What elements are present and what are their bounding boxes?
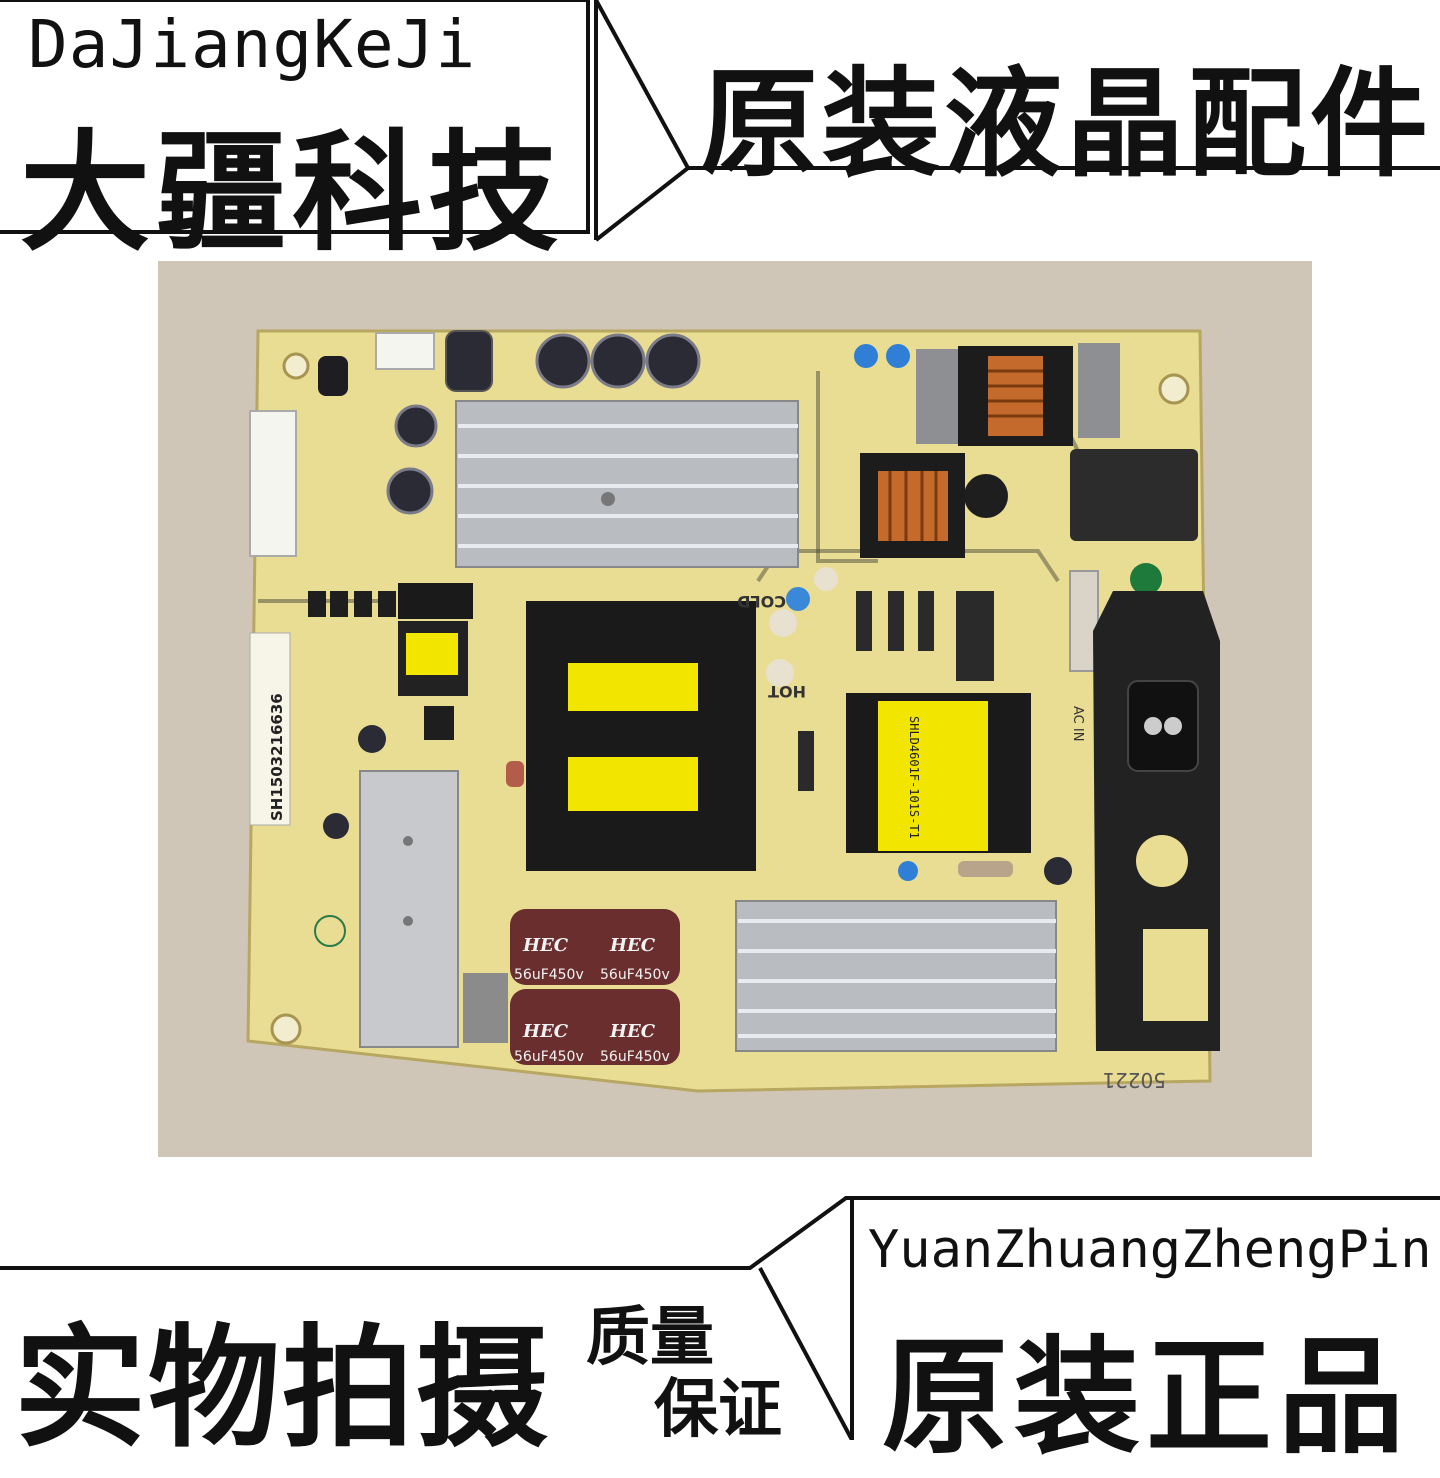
mount-hole-gp2 [282, 352, 310, 380]
cap-rating-1: 56uF450v [514, 967, 584, 983]
quality-line2-text: 保证 [654, 1372, 782, 1447]
cap-rating-3: 56uF450v [514, 1049, 584, 1065]
left-heatsink [359, 770, 459, 1048]
ac-in-label: AC IN [1070, 706, 1085, 741]
quality-line1-text: 质量 [586, 1300, 714, 1375]
bottom-heatsink [735, 900, 1057, 1052]
cap-label-2: HEC [609, 935, 656, 956]
brand-cjk-text: 大疆科技 [20, 116, 565, 269]
pcb-board-illustration: SHLD4601F-101S-T1 HEC HE [246, 329, 1220, 1093]
cold-label: COLD [737, 592, 786, 611]
cap-rating-4: 56uF450v [600, 1049, 670, 1065]
part-number-text: SH1503216636 [268, 693, 286, 821]
cap-label-3: HEC [522, 1021, 569, 1042]
cap-label-1: HEC [522, 935, 569, 956]
genuine-cjk-text: 原装正品 [882, 1323, 1410, 1471]
top-heatsink [455, 400, 799, 568]
mount-hole-gp1 [1158, 373, 1190, 405]
brand-latin-text: DaJiangKeJi [28, 6, 477, 83]
pinyin-latin-text: YuanZhuangZhengPin [868, 1220, 1432, 1280]
bottom-code-label: 50221 [1102, 1068, 1166, 1092]
transformer-label-text: SHLD4601F-101S-T1 [907, 716, 921, 839]
part-number-sticker [249, 632, 291, 826]
hec-capacitor-bottom: HEC HEC 56uF450v 56uF450v [510, 989, 680, 1065]
photo-cjk-text: 实物拍摄 [14, 1311, 550, 1466]
common-mode-choke-mid [860, 453, 965, 558]
cap-rating-2: 56uF450v [600, 967, 670, 983]
hot-label: HOT [768, 682, 806, 701]
frame-lines [0, 0, 1440, 1440]
shld-transformer: SHLD4601F-101S-T1 [846, 693, 1031, 853]
ac-inlet-socket [1127, 680, 1199, 772]
common-mode-choke-top [958, 346, 1073, 446]
cap-label-4: HEC [609, 1021, 656, 1042]
hec-capacitor-top: HEC HEC 56uF450v 56uF450v [510, 909, 680, 985]
main-transformer [526, 601, 756, 871]
banner-cjk-text: 原装液晶配件 [700, 54, 1433, 193]
product-photo: SHLD4601F-101S-T1 HEC HE [158, 261, 1312, 1157]
mount-hole-gp3 [270, 1013, 302, 1045]
